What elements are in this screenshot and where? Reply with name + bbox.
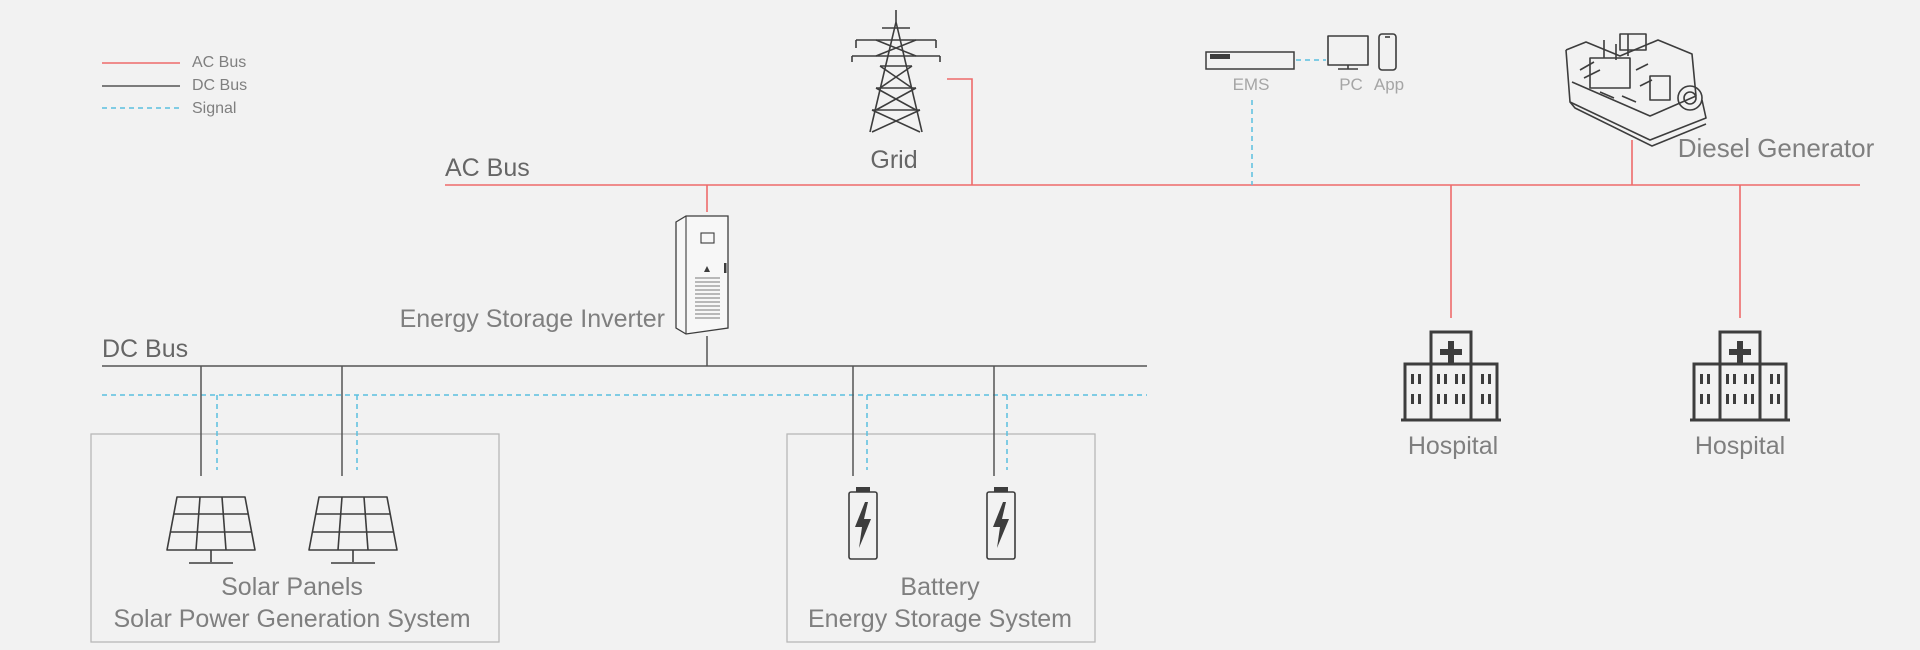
dc-bus-label: DC Bus [102,335,188,363]
pc-label: PC [1339,75,1363,94]
diesel-generator-label: Diesel Generator [1678,133,1875,163]
hospital-2-label: Hospital [1695,432,1785,460]
grid-connection [947,78,973,185]
transmission-tower-icon [851,10,941,133]
grid-label: Grid [870,146,917,174]
phone-icon [1378,33,1397,71]
ems-device-icon [1205,51,1295,70]
solar-panel-icon [166,496,256,564]
app-label: App [1374,75,1404,94]
solar-system-box [90,433,500,643]
hospital-icon [1690,330,1790,422]
monitor-icon [1327,35,1369,70]
inverter-label: Energy Storage Inverter [400,305,665,333]
hospital-icon [1401,330,1501,422]
inverter-cabinet-icon [675,215,729,335]
battery-icon [848,487,878,560]
hospital-1-label: Hospital [1408,432,1498,460]
battery-group-line1: Battery [900,573,980,601]
legend-dc-label: DC Bus [192,77,247,94]
diesel-generator-icon [1565,33,1707,147]
legend-ac-label: AC Bus [192,54,246,71]
ac-bus-label: AC Bus [445,154,530,182]
solar-panel-icon [308,496,398,564]
battery-group-line2: Energy Storage System [808,605,1072,633]
legend-signal-label: Signal [192,100,236,117]
battery-icon [986,487,1016,560]
solar-group-line1: Solar Panels [221,573,363,601]
ems-label: EMS [1233,75,1270,94]
battery-system-box [786,433,1096,643]
legend: AC Bus DC Bus Signal [102,54,247,117]
solar-group-line2: Solar Power Generation System [113,605,470,633]
